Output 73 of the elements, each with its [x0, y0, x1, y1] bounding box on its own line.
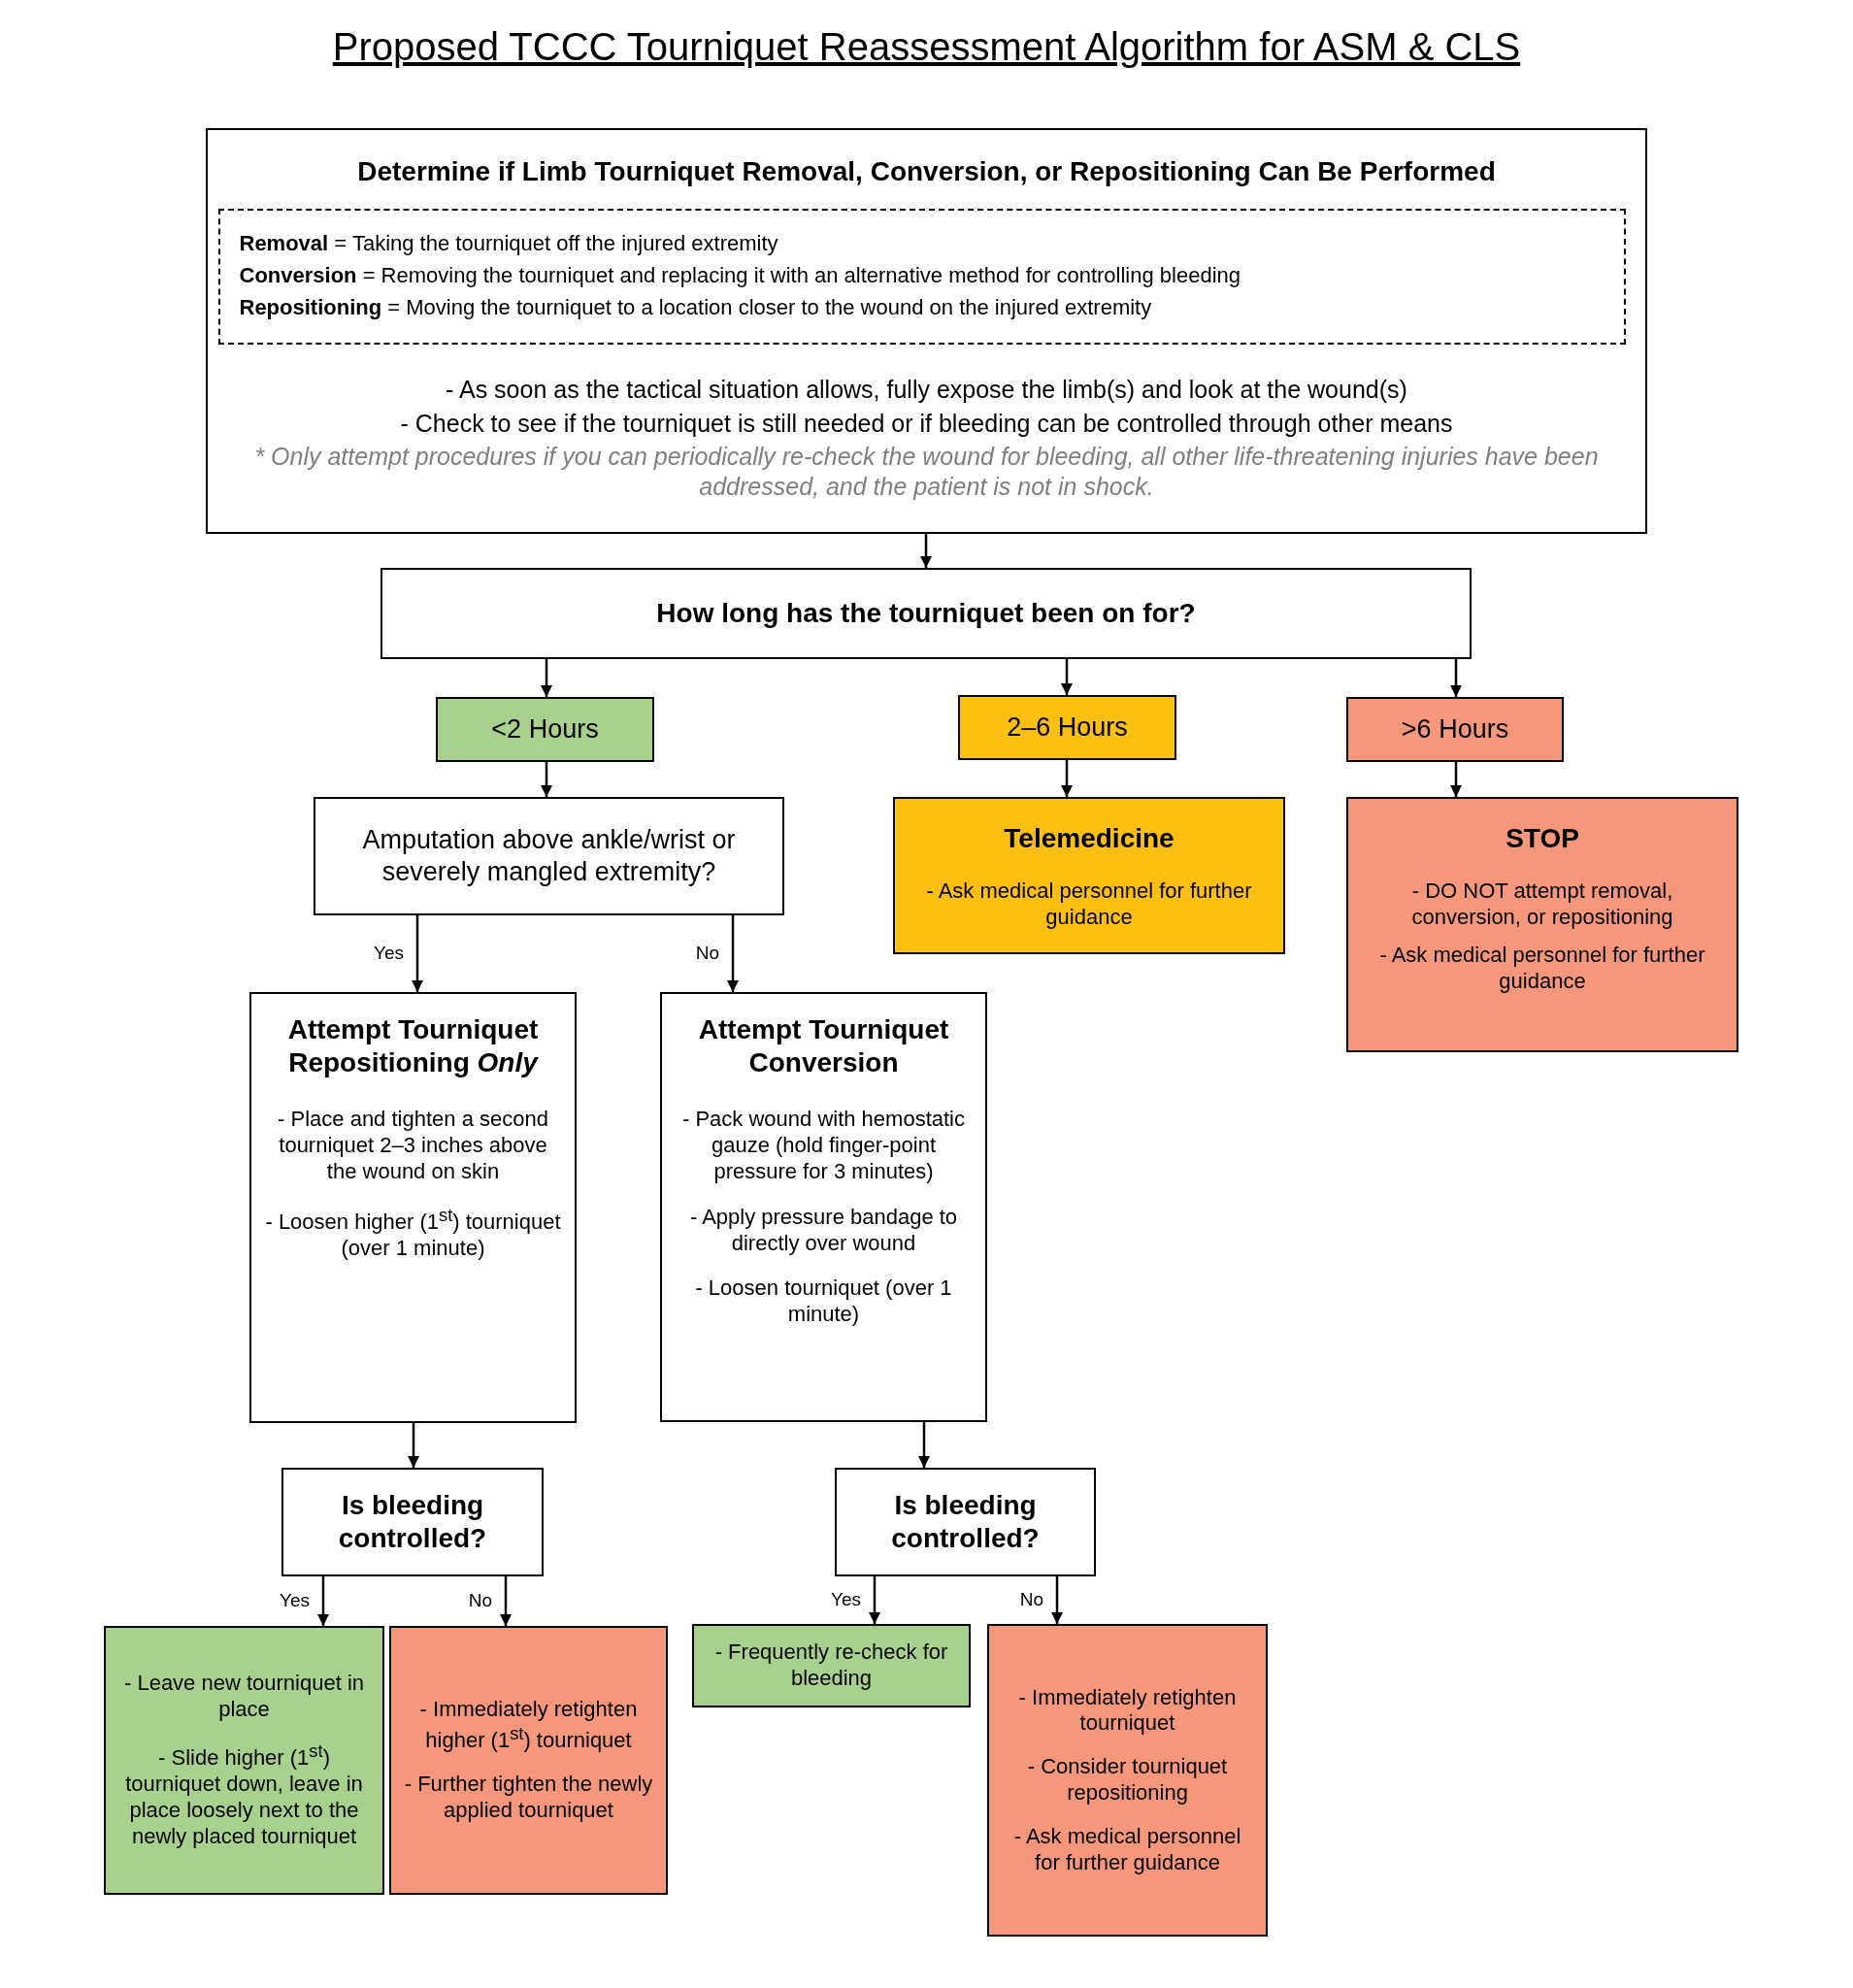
decision-box [314, 797, 784, 915]
question-text: Amputation above ankle/wrist or severely mangled extremity? [361, 824, 737, 888]
arrow [411, 915, 424, 992]
arrow [1060, 659, 1074, 695]
algorithm-header-box [206, 128, 1647, 534]
arrow [1449, 659, 1463, 697]
decision-box [835, 1468, 1096, 1576]
definition-text: Conversion = Removing the tourniquet and replacing it with an alternative method for controlling bleeding [239, 263, 1241, 289]
box-heading: Telemedicine [1004, 822, 1175, 855]
outcome-box [104, 1626, 384, 1895]
question-text: Is bleeding controlled? [337, 1488, 488, 1555]
arrow [316, 1576, 330, 1626]
arrow [726, 915, 740, 992]
arrow [499, 1576, 513, 1626]
definition-text: Removal = Taking the tourniquet off the injured extremity [239, 231, 778, 258]
body-text: - Immediately retighten higher (1$^{st}$) tourniquet [418, 1697, 639, 1755]
edge-label: No [695, 942, 719, 964]
body-text: - Place and tighten a second tourniquet 2–3 inches above the wound on skin [277, 1107, 549, 1185]
body-text: - Slide higher (1$^{st}$) tourniquet down, leave in place loosely next to the newly placed tourniquet [124, 1740, 364, 1850]
edge-label: Yes [280, 1589, 310, 1611]
body-text: - Consider tourniquet repositioning [1026, 1754, 1229, 1806]
edge-label: Yes [831, 1588, 861, 1610]
body-text: - Loosen higher (1$^{st}$) tourniquet (over 1 minute) [264, 1204, 562, 1262]
body-text: - Ask medical personnel for further guidance [1378, 942, 1706, 995]
body-text: - DO NOT attempt removal, conversion, or repositioning [1410, 878, 1674, 931]
question-text: Is bleeding controlled? [890, 1488, 1041, 1555]
action-box [660, 992, 987, 1422]
action-box [1346, 797, 1738, 1052]
body-text: - Ask medical personnel for further guidance [1012, 1823, 1242, 1876]
outcome-box [987, 1624, 1268, 1937]
edge-label: No [468, 1589, 492, 1611]
note-text: * Only attempt procedures if you can periodically re-check the wound for bleeding, all other life-threatening injuries have been addressed, and the patient is not in shock. [253, 442, 1600, 502]
arrow [1449, 762, 1463, 797]
time-range-label: 2–6 Hours [1007, 712, 1128, 744]
edge-label: No [1019, 1588, 1043, 1610]
time-range-label: <2 Hours [491, 713, 599, 746]
box-heading: Attempt Tourniquet Repositioning Only [286, 1013, 540, 1080]
definitions-box [217, 208, 1626, 345]
body-text: - Check to see if the tourniquet is still needed or if bleeding can be controlled through other means [400, 408, 1453, 439]
action-box [893, 797, 1285, 954]
decision-box [281, 1468, 544, 1576]
body-text: - Ask medical personnel for further guidance [925, 878, 1253, 931]
definition-text: Repositioning = Moving the tourniquet to a location closer to the wound on the injured extremity [239, 294, 1152, 321]
body-text: - Frequently re-check for bleeding [713, 1640, 949, 1692]
arrow [540, 659, 553, 697]
edge-label: Yes [374, 942, 404, 964]
action-box [249, 992, 577, 1423]
diagram-title: Proposed TCCC Tourniquet Reassessment Algorithm for ASM & CLS [332, 25, 1521, 68]
body-text: - Loosen tourniquet (over 1 minute) [694, 1276, 953, 1329]
arrow [1050, 1576, 1064, 1624]
arrow [919, 534, 933, 568]
box-heading: STOP [1506, 822, 1579, 855]
body-text: - Leave new tourniquet in place [122, 1671, 366, 1723]
arrow [917, 1422, 931, 1468]
body-text: - Further tighten the newly applied tourniquet [403, 1772, 654, 1824]
time-range-box [958, 695, 1176, 760]
outcome-box [692, 1624, 971, 1707]
arrow [540, 762, 553, 797]
arrow [1060, 760, 1074, 797]
question-box [381, 568, 1472, 659]
box-heading: Attempt Tourniquet Conversion [697, 1013, 950, 1080]
body-text: - Immediately retighten tourniquet [1017, 1684, 1238, 1738]
outcome-box [389, 1626, 668, 1895]
arrow [868, 1576, 881, 1624]
time-range-box [1346, 697, 1564, 762]
body-text: - Pack wound with hemostatic gauze (hold finger-point pressure for 3 minutes) [681, 1107, 966, 1185]
body-text: - As soon as the tactical situation allows, fully expose the limb(s) and look at the wound(s) [446, 375, 1407, 405]
time-range-label: >6 Hours [1401, 713, 1509, 746]
arrow [407, 1423, 420, 1468]
box-heading: Determine if Limb Tourniquet Removal, Conversion, or Repositioning Can Be Performed [357, 155, 1496, 188]
time-range-box [436, 697, 654, 762]
question-text: How long has the tourniquet been on for? [656, 596, 1196, 630]
body-text: - Apply pressure bandage to directly over wound [688, 1204, 959, 1257]
